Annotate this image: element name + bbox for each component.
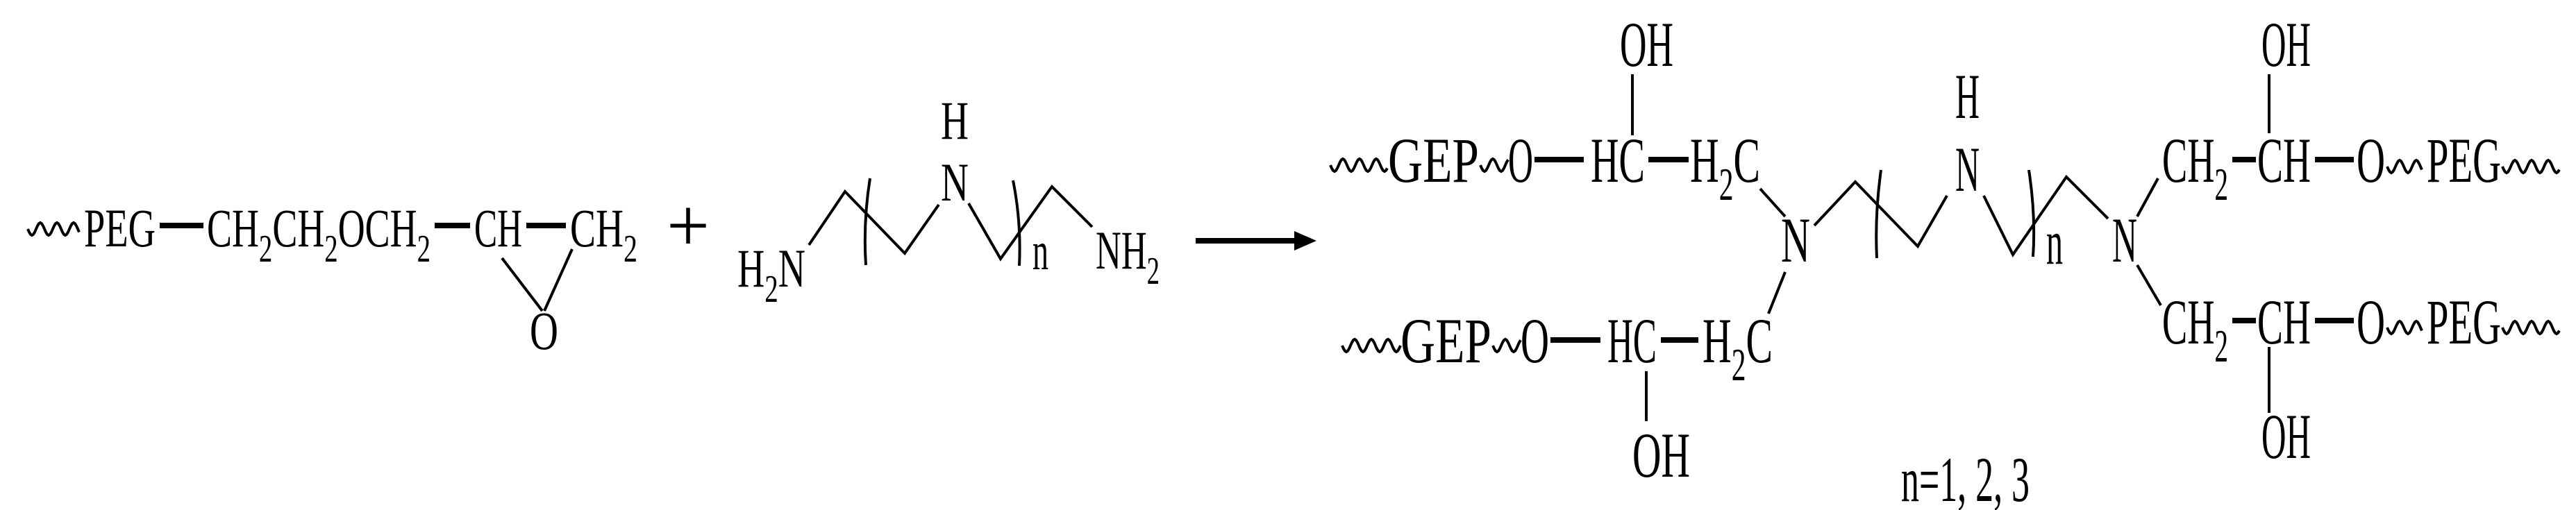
chain-bonds	[808, 189, 940, 256]
arrow-head-icon	[1294, 231, 1316, 250]
peg-label: PEG	[2427, 287, 2501, 357]
h2n-label: H2N	[737, 238, 805, 311]
oh-label: OH	[1620, 9, 1673, 80]
wavy-bond-icon	[2501, 158, 2561, 175]
hc-label: HC	[1591, 125, 1645, 196]
wavy-bond-icon	[1341, 337, 1402, 354]
wavy-bond-icon	[2386, 319, 2423, 336]
ch-label: CH	[2257, 125, 2311, 196]
product-arm-bottom-left: GEP O HC H2C OH	[1341, 305, 1773, 491]
nh-n-label: N	[941, 152, 969, 212]
chain-bonds	[967, 184, 1094, 262]
wavy-bond-icon	[2501, 319, 2561, 336]
product-arm-top-left: GEP O HC H2C OH	[1329, 9, 1760, 210]
epoxide-bond	[543, 248, 574, 312]
oh-label: OH	[2261, 9, 2311, 80]
ch2-label: CH2	[570, 198, 637, 271]
repeat-note: n=1, 2, 3	[1901, 444, 2030, 510]
plus-sign: +	[667, 183, 710, 268]
o-label: O	[1521, 305, 1549, 376]
n-right-label: N	[2112, 205, 2137, 275]
peg-label: PEG	[84, 198, 156, 258]
right-bracket	[2027, 169, 2036, 257]
oh-label: OH	[2261, 401, 2311, 472]
left-bracket	[863, 178, 871, 266]
o-label: O	[2357, 125, 2385, 196]
repeat-n-label: n	[2046, 207, 2063, 278]
nh-h-label: H	[941, 90, 969, 151]
wavy-bond-icon	[1491, 337, 1522, 354]
reactant-peg-epoxide: PEG CH2CH2OCH2 CH CH2 O	[26, 198, 637, 361]
n-mid-label: N	[1955, 134, 1980, 205]
ch-label: CH	[2257, 287, 2311, 357]
o-label: O	[1508, 125, 1533, 196]
product-arm-top-right: CH2 CH O PEG OH	[2162, 9, 2561, 210]
hc-label: HC	[1607, 305, 1657, 376]
h-mid-label: H	[1955, 61, 1980, 132]
reactant-polyamine: H2N N H n NH2	[737, 90, 1160, 311]
wavy-bond-icon	[1479, 157, 1509, 173]
left-bracket	[1875, 169, 1882, 259]
ch-label: CH	[474, 198, 522, 258]
product: GEP O HC H2C OH N GEP O HC H2C OH N H	[1329, 9, 2561, 491]
ch2-label: CH2	[2162, 287, 2228, 372]
h2c-label: H2C	[1690, 125, 1760, 210]
ch2-label: CH2	[2162, 125, 2228, 210]
h2c-label: H2C	[1703, 305, 1773, 391]
wavy-bond-icon	[1329, 157, 1389, 173]
peg-label: PEG	[2427, 125, 2501, 196]
epoxide-bond	[501, 257, 544, 312]
right-bracket	[1012, 180, 1021, 266]
product-arm-bottom-right: CH2 CH O PEG OH	[2162, 287, 2561, 472]
chain-bonds	[1982, 174, 2109, 257]
chain-bonds	[1813, 180, 1948, 249]
chain-label: CH2CH2OCH2	[207, 198, 430, 271]
nh2-label: NH2	[1096, 220, 1160, 293]
n-left-label: N	[1781, 205, 1810, 275]
wavy-bond-icon	[26, 221, 81, 237]
gep-label: GEP	[1400, 305, 1491, 376]
oh-label: OH	[1632, 420, 1690, 491]
epoxide-oxygen: O	[530, 300, 558, 361]
reaction-arrow	[1196, 231, 1316, 250]
wavy-bond-icon	[2386, 158, 2423, 175]
repeat-n-label: n	[1032, 221, 1048, 281]
o-label: O	[2357, 287, 2385, 357]
gep-label: GEP	[1388, 125, 1479, 196]
